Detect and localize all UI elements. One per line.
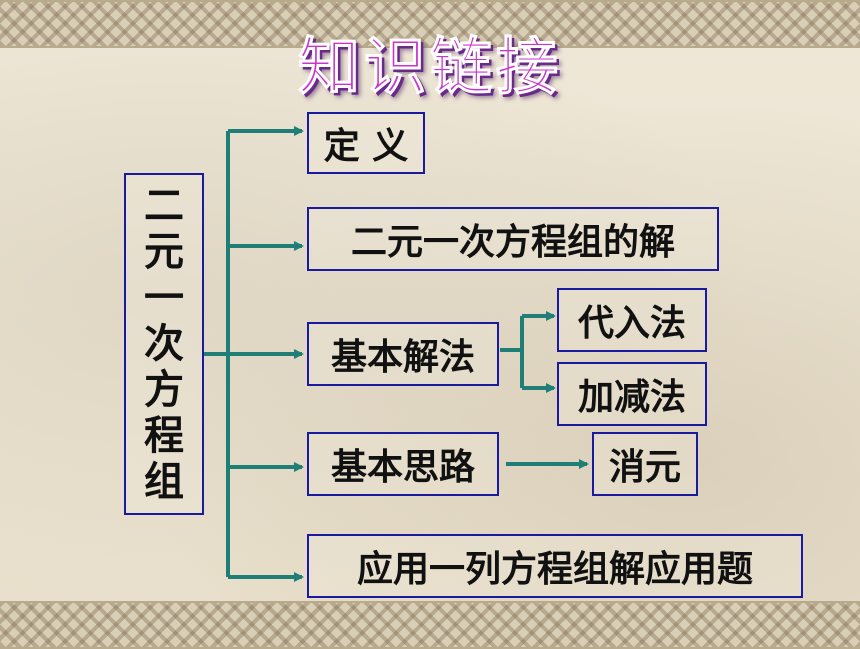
root-char: 一 xyxy=(144,275,184,321)
node-elimination-method-label: 加减法 xyxy=(577,377,686,418)
node-basic-methods: 基本解法 xyxy=(307,322,499,386)
node-solution: 二元一次方程组的解 xyxy=(307,207,719,271)
root-char: 程 xyxy=(144,413,184,459)
node-basic-idea: 基本思路 xyxy=(307,432,499,496)
node-application: 应用一列方程组解应用题 xyxy=(307,534,803,598)
node-elimination-method: 加减法 xyxy=(557,362,707,426)
root-char: 二 xyxy=(144,183,184,229)
root-char: 组 xyxy=(144,459,184,505)
node-elimination-label: 消元 xyxy=(608,447,681,488)
node-application-label: 应用一列方程组解应用题 xyxy=(356,549,753,590)
node-substitution-label: 代入法 xyxy=(577,303,686,344)
node-basic-idea-label: 基本思路 xyxy=(330,447,475,488)
root-char: 次 xyxy=(144,321,184,367)
root-label: 二元一次方程组 xyxy=(144,183,184,505)
bottom-decorative-band xyxy=(0,601,860,649)
node-definition: 定 义 xyxy=(307,112,425,174)
node-solution-label: 二元一次方程组的解 xyxy=(350,222,675,263)
root-char: 方 xyxy=(144,367,184,413)
node-definition-label: 定 义 xyxy=(323,126,409,167)
root-node: 二元一次方程组 xyxy=(124,173,204,515)
root-char: 元 xyxy=(144,229,184,275)
node-basic-methods-label: 基本解法 xyxy=(330,337,475,378)
slide-title: 知识链接 xyxy=(297,30,562,104)
node-elimination: 消元 xyxy=(592,432,698,496)
node-substitution: 代入法 xyxy=(557,288,707,352)
top-decorative-band xyxy=(0,0,860,48)
